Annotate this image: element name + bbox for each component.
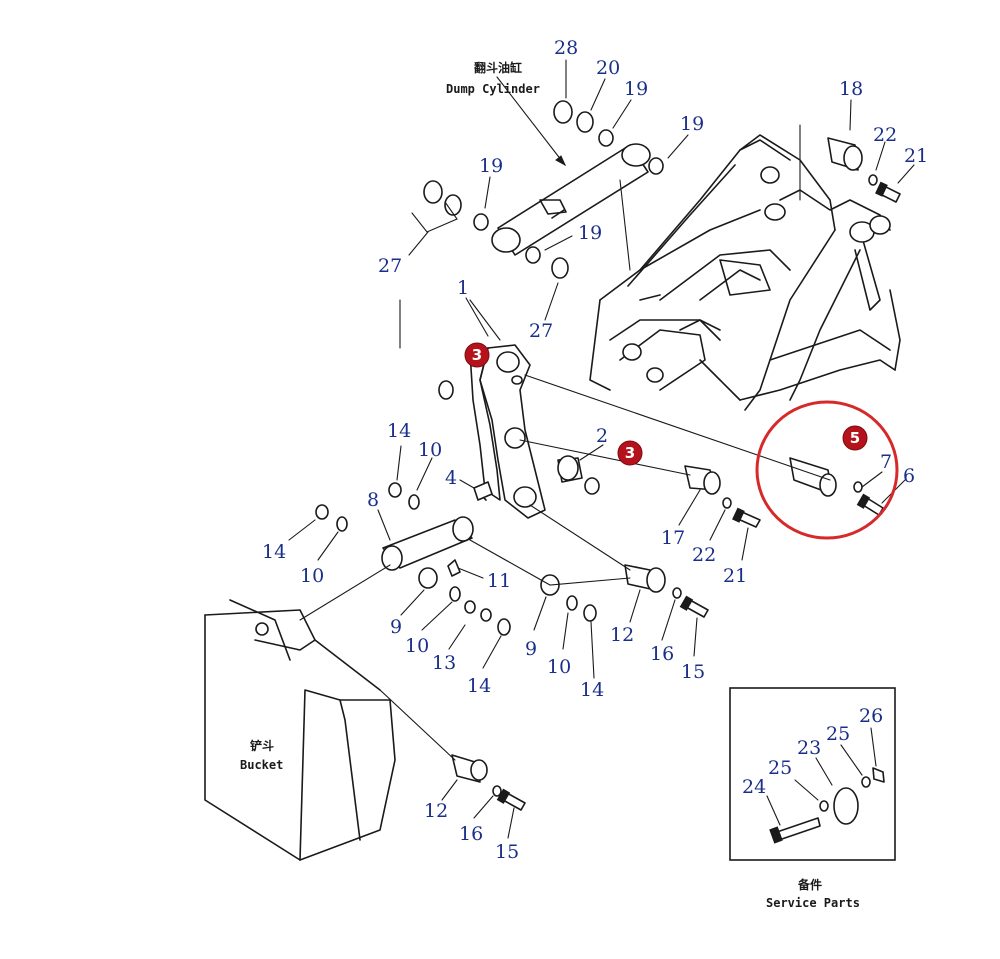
- part-label: 27: [378, 255, 402, 277]
- highlight-ring: [755, 400, 899, 540]
- part-label: 15: [495, 841, 519, 863]
- badge-text: 3: [625, 444, 635, 462]
- badge: 3: [617, 440, 643, 466]
- part-label: 9: [390, 616, 402, 638]
- part-label: 7: [880, 451, 892, 473]
- badge-circle: [842, 425, 868, 451]
- part-label: 12: [610, 624, 634, 646]
- part-labels: 28 20 19 19 19 19 27 27 18 22 21 1 2 4 1…: [262, 37, 928, 863]
- part-label: 19: [479, 155, 503, 177]
- dump-cylinder: [491, 76, 651, 256]
- dump-cylinder-caption-cn: 翻斗油缸: [474, 60, 522, 75]
- part-label: 4: [445, 467, 457, 489]
- badge-circle: [617, 440, 643, 466]
- part-label: 14: [467, 675, 491, 697]
- bucket-caption-en: Bucket: [240, 758, 283, 772]
- part-label: 1: [457, 277, 469, 299]
- leader-lines: [288, 59, 915, 839]
- part-label: 13: [432, 652, 456, 674]
- connecting-link: [381, 516, 560, 596]
- badge: 3: [464, 342, 490, 368]
- part-label: 21: [723, 565, 747, 587]
- part-label: 23: [797, 737, 821, 759]
- part-label: 2: [596, 425, 608, 447]
- part-label: 22: [873, 124, 897, 146]
- badge-text: 3: [472, 346, 482, 364]
- pins: [451, 137, 863, 783]
- part-label: 27: [529, 320, 553, 342]
- bucket-caption-cn: 铲斗: [250, 738, 274, 753]
- loader-frame: [589, 134, 901, 411]
- badge-circle: [464, 342, 490, 368]
- part-label: 18: [839, 78, 863, 100]
- part-label: 20: [596, 57, 620, 79]
- service-parts-caption-cn: 备件: [797, 877, 822, 892]
- part-label: 26: [859, 705, 883, 727]
- part-label: 10: [300, 565, 324, 587]
- part-label: 28: [554, 37, 578, 59]
- part-label: 16: [650, 643, 674, 665]
- part-label: 8: [367, 489, 379, 511]
- part-label: 9: [525, 638, 537, 660]
- part-label: 16: [459, 823, 483, 845]
- part-label: 25: [768, 757, 792, 779]
- bell-crank: [469, 299, 546, 519]
- part-label: 22: [692, 544, 716, 566]
- part-label: 6: [903, 465, 915, 487]
- part-label: 17: [661, 527, 685, 549]
- part-label: 19: [624, 78, 648, 100]
- dump-cylinder-caption-en: Dump Cylinder: [446, 82, 540, 96]
- bucket: [204, 599, 396, 861]
- part-label: 11: [487, 570, 511, 592]
- washers: [315, 100, 878, 797]
- badge-text: 5: [850, 429, 860, 447]
- part-label: 15: [681, 661, 705, 683]
- service-parts-box: [729, 687, 896, 861]
- part-label: 21: [904, 145, 928, 167]
- service-parts-caption-en: Service Parts: [766, 896, 860, 910]
- part-label: 10: [418, 439, 442, 461]
- bolts: [473, 181, 901, 811]
- part-label: 14: [262, 541, 286, 563]
- part-label: 14: [387, 420, 411, 442]
- part-label: 25: [826, 723, 850, 745]
- part-label: 19: [578, 222, 602, 244]
- part-label: 19: [680, 113, 704, 135]
- badge: 5: [842, 425, 868, 451]
- part-label: 24: [742, 776, 766, 798]
- part-label: 12: [424, 800, 448, 822]
- part-label: 10: [547, 656, 571, 678]
- part-label: 14: [580, 679, 604, 701]
- part-label: 10: [405, 635, 429, 657]
